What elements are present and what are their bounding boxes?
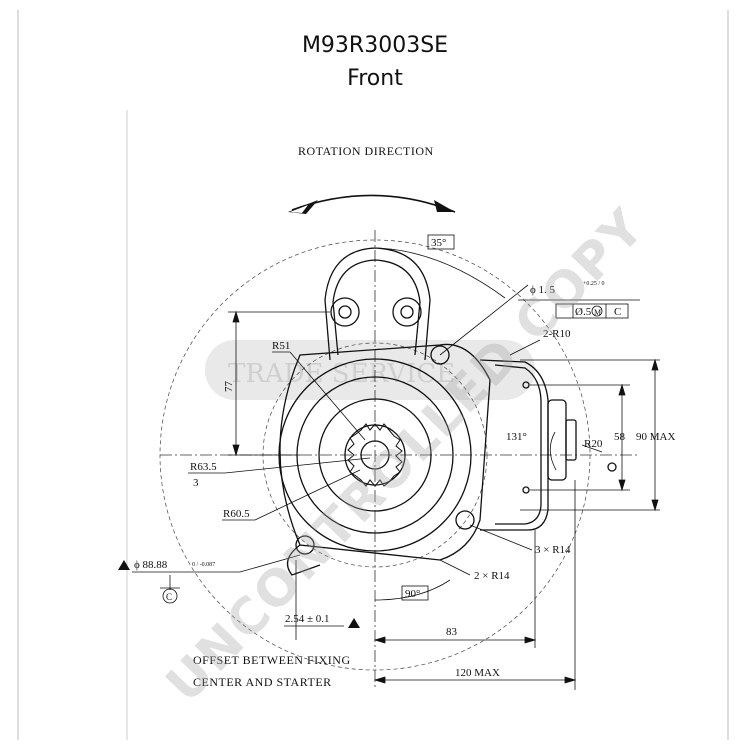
phi-1-5-tol: +0.25 / 0: [583, 281, 605, 287]
dim-120-max: [373, 480, 577, 690]
angle-131-text: 131°: [506, 431, 527, 443]
r63-5-text: R63.5: [190, 461, 217, 473]
r14-2-leader: [439, 559, 471, 576]
part-number-title: M93R3003SE: [301, 33, 449, 58]
angle-90-text: 90°: [405, 588, 420, 600]
r63-leader: [224, 457, 371, 474]
angle-131-arc: [549, 431, 557, 471]
r60-5-text: R60.5: [223, 508, 250, 520]
dim-77: [228, 310, 330, 457]
dim-83-text: 83: [446, 626, 458, 638]
angle-35-arc: [374, 247, 506, 299]
phi-88-text: ϕ 88.88: [134, 559, 168, 571]
r51-text: R51: [272, 340, 290, 352]
angle-90-arc: [374, 579, 451, 601]
dim-120-max-text: 120 MAX: [455, 667, 500, 679]
r20-text: R20: [584, 438, 603, 450]
offset-value-text: 2.54 ± 0.1: [285, 613, 330, 625]
offset-note-line1: OFFSET BETWEEN FIXING: [193, 653, 351, 667]
r63-5-sub-text: 3: [193, 477, 199, 489]
r10-leader: [509, 339, 541, 356]
angle-90-box: [401, 585, 429, 601]
angle-35-box: [427, 234, 455, 250]
phi-88-tol: 0 / -0.087: [192, 562, 215, 568]
offset-note-line2: CENTER AND STARTER: [193, 675, 332, 689]
r60-leader: [254, 469, 361, 521]
phi-88-callout: [118, 554, 301, 604]
motor-end-cap: [479, 359, 617, 531]
r51-leader: [289, 351, 366, 441]
phi-1-5-text: ϕ 1. 5: [530, 284, 556, 296]
dim-77-text: 77: [223, 381, 235, 393]
hole-callout: [439, 284, 640, 356]
dim-58-90: [520, 358, 660, 512]
offset-callout: [284, 560, 360, 640]
r14-2-text: 2 × R14: [474, 570, 510, 582]
reference-circle-outer: [159, 239, 591, 671]
mounting-ear: [286, 544, 321, 576]
r10-text: 2-R10: [543, 328, 571, 340]
rotation-arrow: [288, 194, 456, 214]
rotation-label: ROTATION DIRECTION: [298, 144, 434, 158]
angle-35-text: 35°: [431, 237, 446, 249]
ref-c-text: C: [614, 306, 621, 318]
r14-3-text: 3 × R14: [535, 544, 571, 556]
true-position-text: Ø.5: [575, 306, 592, 318]
dim-83: [373, 530, 537, 648]
datum-c-text: C: [166, 592, 172, 602]
pinion-gear: [347, 423, 403, 487]
view-subtitle: Front: [347, 66, 403, 91]
solenoid-body: [324, 247, 431, 361]
dim-90-max-text: 90 MAX: [636, 431, 675, 443]
dim-58-text: 58: [614, 431, 626, 443]
r14-3-leader: [469, 524, 533, 551]
ref-m-text: M: [594, 308, 601, 317]
